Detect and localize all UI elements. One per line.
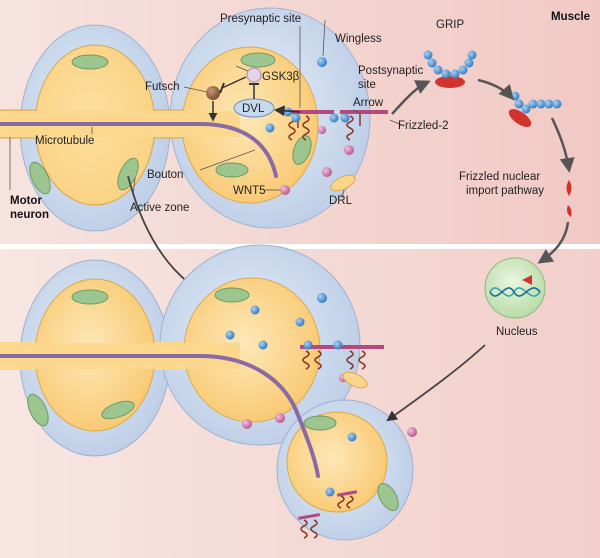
panel-divider xyxy=(0,244,600,249)
drl-receptor xyxy=(330,174,356,192)
active-zone xyxy=(71,54,109,70)
muscle-label: Muscle xyxy=(551,11,590,23)
bouton-label: Bouton xyxy=(147,169,183,181)
wnt5-molecule xyxy=(318,126,326,134)
active-zone xyxy=(214,287,250,303)
wingless-molecule xyxy=(291,113,301,123)
grip-complex xyxy=(423,50,477,88)
futsch-label: Futsch xyxy=(145,81,180,93)
active-zone xyxy=(377,482,399,512)
wnt5-molecule xyxy=(322,167,332,177)
active-zone xyxy=(292,135,312,165)
active-zone-label: Active zone xyxy=(130,202,189,214)
wingless-molecule xyxy=(303,340,313,350)
bottom-panel: Nucleus xyxy=(0,244,546,541)
wnt5-molecule xyxy=(242,419,252,429)
wingless-molecule xyxy=(258,340,268,350)
frizzled-import-label-2: import pathway xyxy=(466,185,544,197)
gsk3b-to-futsch-inhibition xyxy=(221,76,247,89)
wnt5-molecule xyxy=(275,413,285,423)
active-zone xyxy=(101,400,135,420)
nucleus xyxy=(484,257,546,319)
wingless-molecule xyxy=(317,57,327,67)
gsk3b-molecule xyxy=(246,67,262,83)
grip-to-complex-arrow xyxy=(477,78,514,101)
wnt5-molecule xyxy=(344,145,354,155)
active-zone xyxy=(215,162,249,178)
wingless-molecule xyxy=(225,330,235,340)
active-zone xyxy=(71,289,109,305)
dna-helix xyxy=(489,275,541,297)
active-zone xyxy=(240,52,276,68)
frizzled-receptor-right xyxy=(340,110,388,141)
receptor-to-grip-arrow xyxy=(391,80,431,115)
wingless-molecule xyxy=(250,305,260,315)
wnt5-molecule xyxy=(407,427,417,437)
wnt5-label: WNT5 xyxy=(233,185,266,197)
nucleus-label: Nucleus xyxy=(496,326,538,338)
nucleus-to-bouton-arrow xyxy=(386,344,486,422)
drl-receptor xyxy=(342,371,368,389)
wingless-molecule xyxy=(295,317,305,327)
frizzled-import-label-1: Frizzled nuclear xyxy=(459,171,540,183)
wnt5-molecule xyxy=(280,185,290,195)
microtubule-bottom xyxy=(0,354,320,478)
top-panel: Muscle Presynaptic site Wingless Postsyn… xyxy=(0,7,590,315)
frizzled2-label: Frizzled-2 xyxy=(398,120,448,132)
arrow-label: Arrow xyxy=(353,97,384,109)
microtubule-top xyxy=(0,122,278,178)
drl-label: DRL xyxy=(329,195,353,207)
receptor-to-dvl-arrow xyxy=(273,105,301,117)
grip-frizzled-complex xyxy=(508,91,562,127)
active-zone xyxy=(29,161,51,195)
wingless-molecule xyxy=(340,113,350,123)
grip-label: GRIP xyxy=(436,19,464,31)
frizzled-receptor-left xyxy=(300,345,342,370)
postsynaptic-site-label-1: Postsynaptic xyxy=(358,65,423,77)
postsynaptic-site-label-2: site xyxy=(358,79,376,91)
frizzled-receptor-new xyxy=(336,490,358,509)
motor-neuron-label-2: neuron xyxy=(10,209,49,221)
new-bouton xyxy=(286,411,388,513)
microtubule-label: Microtubule xyxy=(35,135,94,147)
wingless-molecule xyxy=(329,113,339,123)
active-zone xyxy=(27,393,49,427)
gsk3b-label: GSK3β xyxy=(262,71,300,83)
wingless-label: Wingless xyxy=(335,33,382,45)
wingless-molecule xyxy=(317,293,327,303)
wingless-molecule xyxy=(333,340,343,350)
motor-neuron-label-1: Motor xyxy=(10,195,42,207)
complex-to-fragment-arrow xyxy=(550,117,575,173)
wingless-molecule xyxy=(265,123,275,133)
wingless-molecule xyxy=(347,432,357,442)
wingless-molecule xyxy=(283,107,293,117)
dvl-label: DVL xyxy=(242,103,265,115)
futsch-molecule xyxy=(206,86,220,100)
wingless-molecule xyxy=(325,487,335,497)
frizzled-receptor-right xyxy=(342,345,384,370)
fragment-to-nucleus-arrow xyxy=(537,221,570,264)
active-zone xyxy=(117,157,139,191)
frizzled-fragments xyxy=(566,180,572,217)
frizzled-receptor-internal xyxy=(297,513,321,539)
presynaptic-site-label: Presynaptic site xyxy=(220,13,301,25)
active-zone xyxy=(303,415,337,431)
